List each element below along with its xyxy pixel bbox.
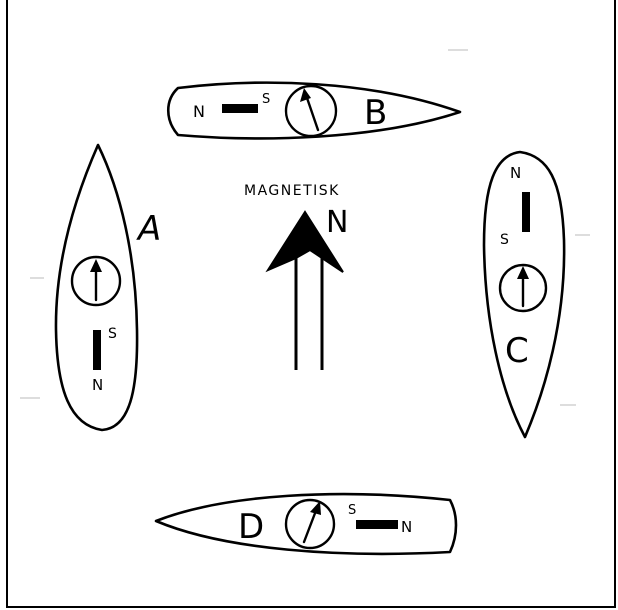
- scan-marks: [20, 49, 590, 406]
- boat-b-letter: B: [364, 93, 387, 133]
- boat-d-needle: [302, 506, 319, 544]
- boat-c-hull: [482, 150, 566, 439]
- boat-d-needle-tip: [310, 501, 321, 515]
- boat-a-magnet-s: S: [108, 326, 117, 342]
- boat-a-magnet-n: N: [92, 376, 103, 394]
- boat-d-magnet-n: N: [401, 518, 412, 536]
- boat-d: D S N: [154, 492, 458, 556]
- diagram-frame: [6, 0, 616, 608]
- boat-a-compass-icon: [70, 255, 122, 307]
- north-letter-label: N: [326, 205, 348, 240]
- boat-c: N S C: [482, 150, 566, 439]
- boat-b: N S B: [166, 81, 462, 140]
- boat-b-magnet-s: S: [262, 92, 270, 107]
- boat-a-hull: [54, 143, 139, 432]
- boat-a: A S N: [54, 143, 161, 432]
- boat-d-letter: D: [238, 507, 264, 547]
- boat-b-hull: [166, 81, 462, 140]
- boat-c-magnet-n: N: [510, 164, 521, 182]
- arrow-head-icon: [265, 210, 344, 273]
- boat-c-magnet-icon: [522, 192, 530, 232]
- boat-c-compass-icon: [498, 263, 548, 313]
- magnetisk-label: MAGNETISK: [244, 183, 340, 199]
- boat-d-magnet-s: S: [348, 503, 356, 518]
- boat-a-needle-tip: [90, 259, 102, 272]
- boat-b-needle-tip: [300, 88, 311, 102]
- boat-a-letter: A: [136, 209, 161, 249]
- boat-d-magnet-icon: [356, 520, 398, 529]
- magnetic-north-arrow: MAGNETISK N: [244, 183, 348, 370]
- boat-d-hull: [154, 492, 458, 556]
- boat-b-compass-icon: [284, 84, 338, 138]
- boat-c-magnet-s: S: [500, 232, 509, 248]
- boat-c-needle-tip: [517, 266, 529, 279]
- boat-d-compass-icon: [284, 498, 336, 550]
- boat-a-magnet-icon: [93, 330, 101, 370]
- boat-b-magnet-n: N: [193, 102, 205, 121]
- boat-b-needle: [304, 93, 320, 132]
- boat-c-letter: C: [505, 331, 529, 371]
- boat-b-magnet-icon: [222, 104, 258, 113]
